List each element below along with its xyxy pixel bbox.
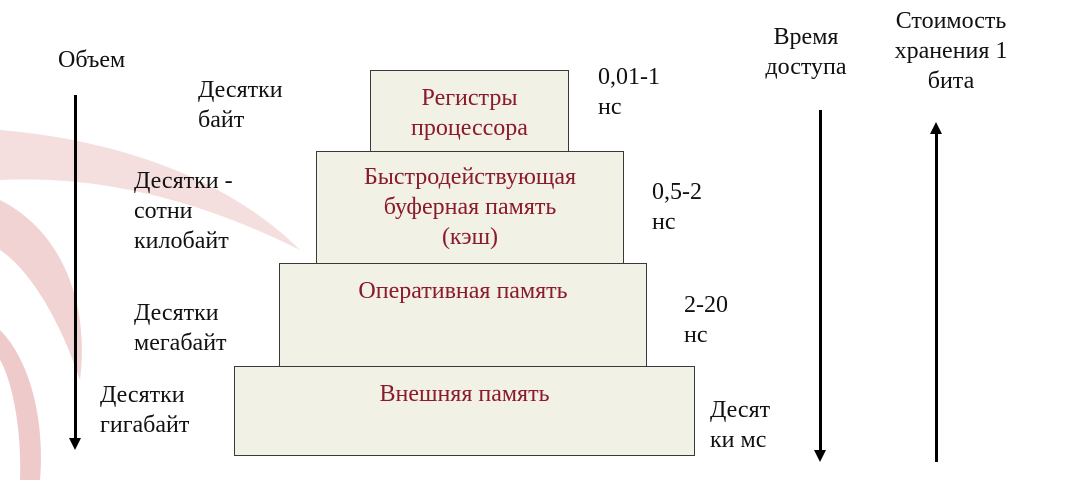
volume-label-external: Десятки гигабайт [100,382,190,438]
tier-cache: Быстродействующая буферная память (кэш) [316,151,624,264]
access-time-arrowhead [814,450,826,462]
volume-arrowhead [69,438,81,450]
volume-arrow [74,95,77,440]
access-time-cache: 0,5-2 нс [652,179,702,235]
volume-label-cache: Десятки - сотни килобайт [134,168,233,254]
volume-axis-label: Объем [58,47,126,73]
access-time-registers: 0,01-1 нс [598,64,660,120]
volume-label-registers: Десятки байт [198,77,283,133]
tier-ram-label: Оперативная память [358,278,568,304]
cost-axis-label: Стоимость хранения 1 бита [894,8,1008,94]
tier-registers-label: Регистры процессора [411,85,528,141]
access-time-arrow [819,110,822,450]
tier-ram: Оперативная память [279,263,647,367]
cost-arrowhead [930,122,942,134]
tier-external: Внешняя память [234,366,695,456]
access-time-axis-label: Время доступа [765,24,847,80]
tier-cache-label: Быстродействующая буферная память (кэш) [363,164,577,250]
access-time-external: Десят ки мс [710,397,771,453]
access-time-ram: 2-20 нс [684,292,728,348]
tier-external-label: Внешняя память [379,381,550,407]
cost-arrow [935,132,938,462]
tier-registers: Регистры процессора [370,70,569,152]
volume-label-ram: Десятки мегабайт [134,300,227,356]
